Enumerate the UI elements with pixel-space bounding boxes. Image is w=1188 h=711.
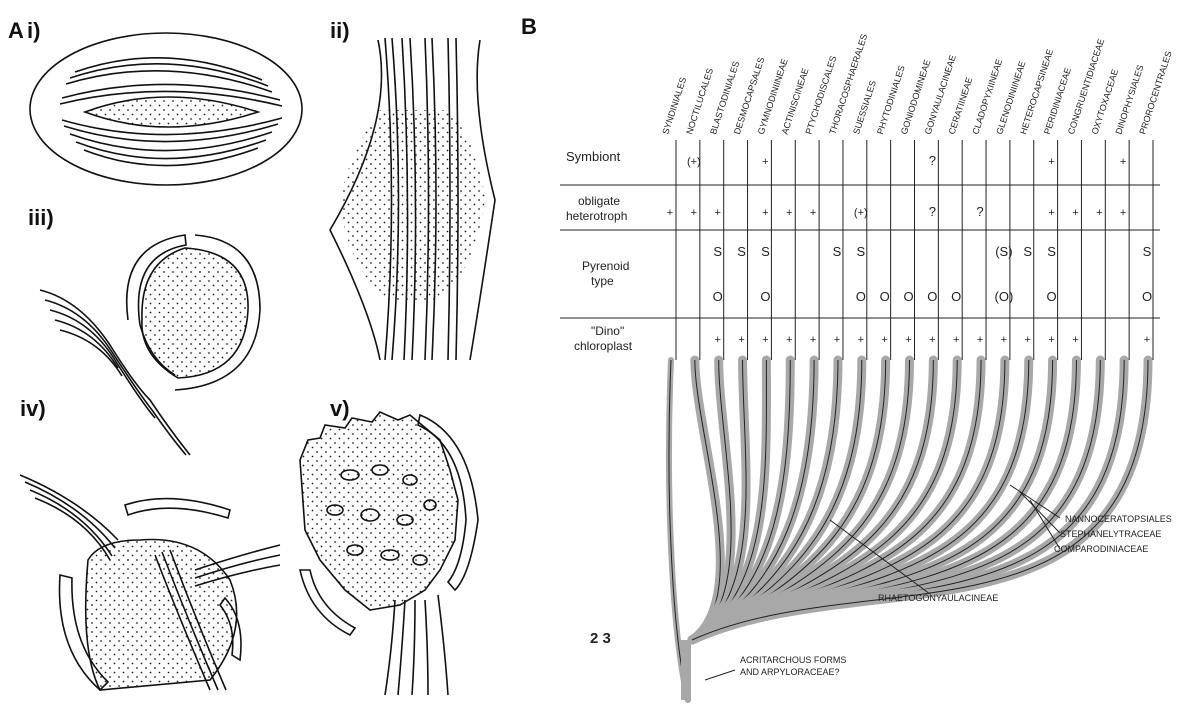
label-rhaetogonyaulacineae: RHAETOGONYAULACINEAE [878, 593, 998, 603]
row-label-dino-2: chloroplast [574, 339, 633, 353]
character-mark: + [810, 207, 816, 219]
character-mark: S [1143, 244, 1152, 259]
character-mark: + [953, 334, 959, 346]
character-mark: O [927, 289, 937, 304]
character-mark: + [1048, 334, 1054, 346]
label-acritarchous-2: AND ARPYLORACEAE? [740, 667, 840, 677]
character-mark: + [1120, 207, 1126, 219]
character-mark: (+) [687, 156, 701, 168]
character-mark: + [714, 334, 720, 346]
character-mark: + [714, 207, 720, 219]
character-mark: + [738, 334, 744, 346]
character-mark: S [761, 244, 770, 259]
character-mark: ? [929, 204, 936, 219]
character-mark: + [667, 207, 673, 219]
character-mark: + [929, 334, 935, 346]
character-mark: ? [929, 153, 936, 168]
character-mark: + [1120, 156, 1126, 168]
character-mark: O [903, 289, 913, 304]
label-nannoceratopsiales: NANNOCERATOPSIALES [1065, 514, 1172, 524]
character-mark: O [856, 289, 866, 304]
character-mark: + [1072, 207, 1078, 219]
character-mark: (+) [854, 207, 868, 219]
taxon-label: SUESSIALES [851, 79, 878, 135]
character-mark: + [1001, 334, 1007, 346]
character-mark: S [856, 244, 865, 259]
row-label-heterotroph-2: heterotroph [566, 209, 627, 223]
taxon-labels: SYNDINIALESNOCTILUCALESBLASTODINIALESDES… [660, 33, 1173, 136]
character-mark: O [880, 289, 890, 304]
tree-branch [692, 360, 720, 640]
label-stephanelytraceae: STEPHANELYTRACEAE [1060, 529, 1161, 539]
character-mark: + [977, 334, 983, 346]
label-comparodiniaceae: COMPARODINIACEAE [1054, 544, 1148, 554]
character-mark: + [786, 334, 792, 346]
character-mark: + [762, 156, 768, 168]
character-mark: + [691, 207, 697, 219]
character-mark: + [834, 334, 840, 346]
character-mark: S [1023, 244, 1032, 259]
figure-number: 2 3 [590, 630, 611, 647]
character-mark: (S) [995, 244, 1012, 259]
character-mark: + [810, 334, 816, 346]
character-mark: (O) [995, 289, 1014, 304]
character-mark: + [762, 334, 768, 346]
character-mark: + [905, 334, 911, 346]
character-mark: + [1048, 207, 1054, 219]
character-mark: S [713, 244, 722, 259]
taxon-label: CERATIINEAE [947, 76, 975, 136]
taxon-label: PROROCENTRALES [1137, 50, 1173, 136]
character-mark: + [1072, 334, 1078, 346]
row-label-pyrenoid-2: type [591, 274, 614, 288]
character-mark: S [1047, 244, 1056, 259]
character-mark: O [951, 289, 961, 304]
row-label-dino-1: "Dino" [591, 324, 624, 338]
character-mark: + [858, 334, 864, 346]
character-mark: + [881, 334, 887, 346]
character-mark: ? [976, 204, 983, 219]
character-mark: + [786, 207, 792, 219]
row-label-pyrenoid-1: Pyrenoid [582, 259, 629, 273]
row-label-symbiont: Symbiont [566, 149, 621, 164]
character-mark: + [1096, 207, 1102, 219]
character-mark: S [737, 244, 746, 259]
row-labels: Symbiont obligate heterotroph Pyrenoid t… [566, 149, 633, 353]
character-mark: O [1047, 289, 1057, 304]
taxon-label: SYNDINIALES [660, 76, 688, 136]
character-mark: O [760, 289, 770, 304]
character-mark: O [1142, 289, 1152, 304]
label-acritarchous-1: ACRITARCHOUS FORMS [740, 655, 846, 665]
character-mark: S [833, 244, 842, 259]
row-label-heterotroph-1: obligate [578, 194, 620, 208]
character-mark: + [762, 207, 768, 219]
character-mark: + [1144, 334, 1150, 346]
character-mark: O [713, 289, 723, 304]
character-mark: + [1025, 334, 1031, 346]
character-mark: + [1048, 156, 1054, 168]
